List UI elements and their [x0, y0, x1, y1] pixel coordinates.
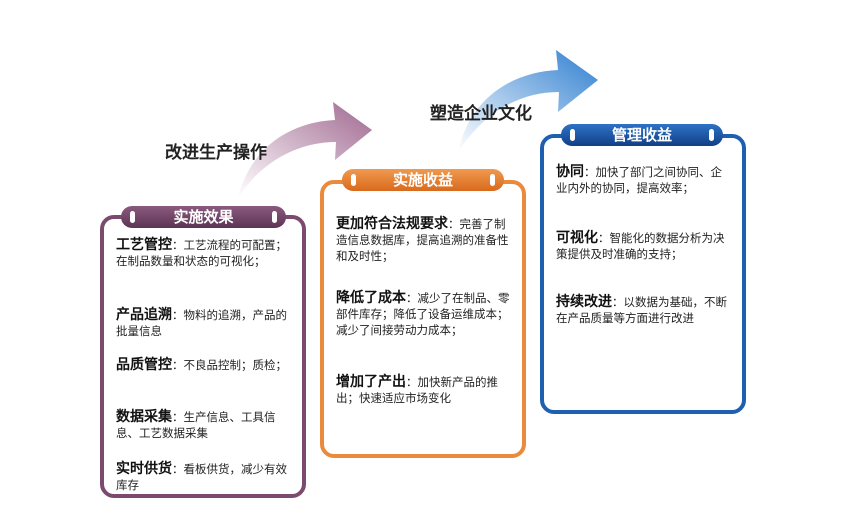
arrow-caption-2: 塑造企业文化 [430, 104, 532, 124]
arrow-caption-1: 改进生产操作 [165, 143, 267, 163]
management-benefit-box: 协同：加快了部门之间协同、企业内外的协同，提高效率； 可视化：智能化的数据分析为… [540, 134, 746, 414]
curved-arrow-1 [238, 102, 372, 198]
box-title: 实施效果 [173, 208, 234, 226]
box-title-pill: 实施收益 [342, 169, 504, 191]
list-item: 降低了成本：减少了在制品、零部件库存；降低了设备运维成本；减少了间接劳动力成本； [336, 290, 512, 338]
list-item: 产品追溯：物料的追溯，产品的批量信息 [116, 307, 292, 339]
box-title: 实施收益 [392, 171, 453, 189]
item-keyword: 可视化 [556, 230, 598, 246]
item-keyword: 更加符合法规要求 [336, 216, 448, 232]
item-keyword: 降低了成本 [336, 290, 406, 306]
implementation-benefit-box: 更加符合法规要求：完善了制造信息数据库，提高追溯的准备性和及时性； 降低了成本：… [320, 180, 526, 458]
item-text: ：加快了部门之间协同、企业内外的协同，提高效率； [556, 165, 722, 195]
item-keyword: 增加了产出 [336, 374, 406, 390]
item-text: ：完善了制造信息数据库，提高追溯的准备性和及时性； [336, 217, 509, 263]
list-item: 数据采集：生产信息、工具信息、工艺数据采集 [116, 409, 292, 441]
item-keyword: 数据采集 [116, 409, 172, 425]
item-text: ：以数据为基础，不断在产品质量等方面进行改进 [556, 295, 727, 325]
item-keyword: 品质管控 [116, 357, 172, 373]
list-item: 协同：加快了部门之间协同、企业内外的协同，提高效率； [556, 164, 732, 196]
box-title: 管理收益 [611, 126, 672, 144]
box-title-pill: 实施效果 [121, 206, 286, 228]
item-text: ：物料的追溯，产品的批量信息 [116, 308, 287, 338]
item-text: ：智能化的数据分析为决策提供及时准确的支持； [556, 231, 725, 261]
item-text: ：生产信息、工具信息、工艺数据采集 [116, 410, 276, 440]
item-text: ：不良品控制；质检； [172, 358, 287, 372]
list-item: 增加了产出：加快新产品的推出；快速适应市场变化 [336, 374, 512, 406]
item-text: ：减少了在制品、零部件库存；降低了设备运维成本；减少了间接劳动力成本； [336, 291, 510, 337]
item-text: ：看板供货，减少有效库存 [116, 462, 287, 492]
list-item: 品质管控：不良品控制；质检； [116, 357, 292, 373]
list-item: 持续改进：以数据为基础，不断在产品质量等方面进行改进 [556, 294, 732, 326]
item-keyword: 产品追溯 [116, 307, 172, 323]
item-text: ：加快新产品的推出；快速适应市场变化 [336, 375, 498, 405]
item-keyword: 工艺管控 [116, 237, 172, 253]
list-item: 更加符合法规要求：完善了制造信息数据库，提高追溯的准备性和及时性； [336, 216, 512, 264]
item-text: ：工艺流程的可配置；在制品数量和状态的可视化； [116, 238, 287, 268]
box-title-pill: 管理收益 [561, 124, 723, 146]
item-keyword: 协同 [556, 164, 584, 180]
list-item: 可视化：智能化的数据分析为决策提供及时准确的支持； [556, 230, 732, 262]
curved-arrow-2 [458, 50, 598, 152]
item-keyword: 实时供货 [116, 461, 172, 477]
list-item: 工艺管控：工艺流程的可配置；在制品数量和状态的可视化； [116, 237, 292, 269]
item-keyword: 持续改进 [556, 294, 612, 310]
list-item: 实时供货：看板供货，减少有效库存 [116, 461, 292, 493]
implementation-effect-box: 工艺管控：工艺流程的可配置；在制品数量和状态的可视化； 产品追溯：物料的追溯，产… [100, 215, 306, 498]
